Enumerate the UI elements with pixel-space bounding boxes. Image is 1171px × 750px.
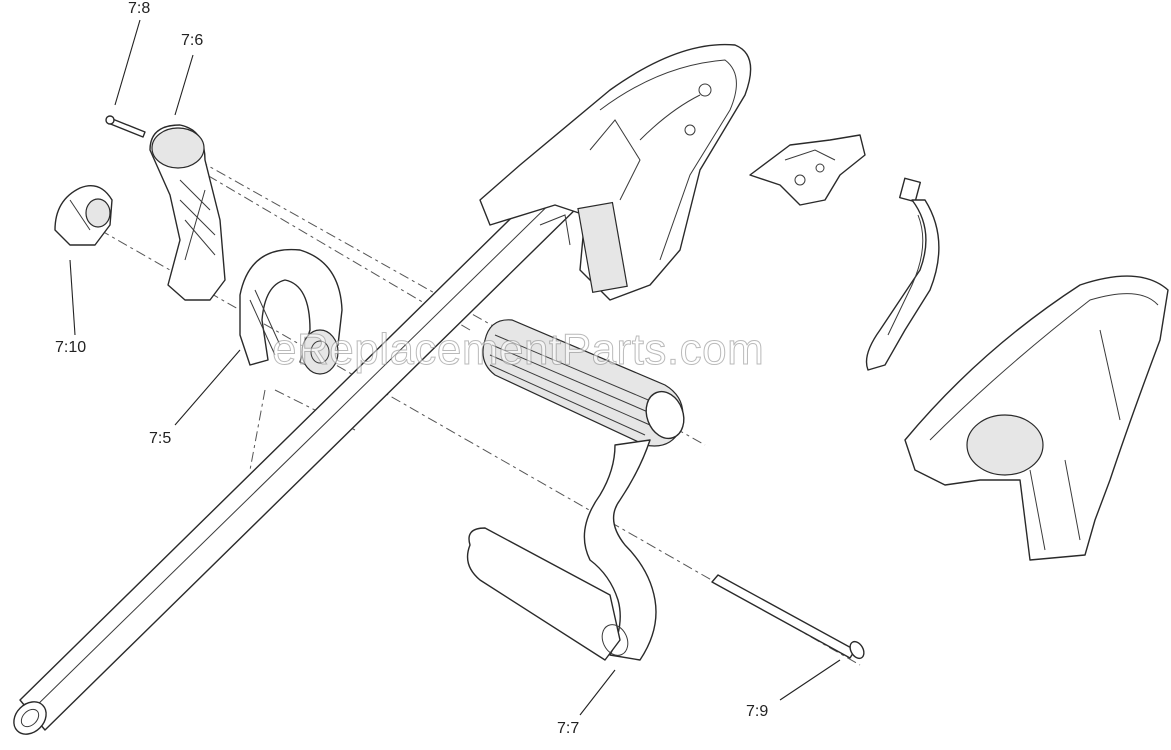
upper-handle-housing: [479, 43, 752, 301]
callout-7-7: 7:7: [557, 720, 580, 737]
trigger-link: [865, 177, 940, 371]
pin-7-8: [105, 115, 146, 138]
callout-7-6: 7:6: [181, 32, 204, 49]
callout-7-5: 7:5: [149, 430, 172, 447]
leader-lines: [69, 19, 841, 716]
crank-grip-lever: [466, 319, 685, 661]
callout-7-9: 7:9: [746, 703, 769, 720]
knob-7-10: [54, 185, 113, 246]
clamp-7-5: [239, 248, 343, 375]
lever-7-6: [149, 124, 226, 301]
callout-7-10: 7:10: [55, 339, 87, 356]
pin-7-9: [711, 574, 865, 660]
watermark: eReplacementParts.com: [271, 325, 765, 375]
lower-handle-housing: [904, 275, 1169, 561]
callout-7-8: 7:8: [128, 0, 151, 17]
small-bracket: [749, 134, 866, 206]
